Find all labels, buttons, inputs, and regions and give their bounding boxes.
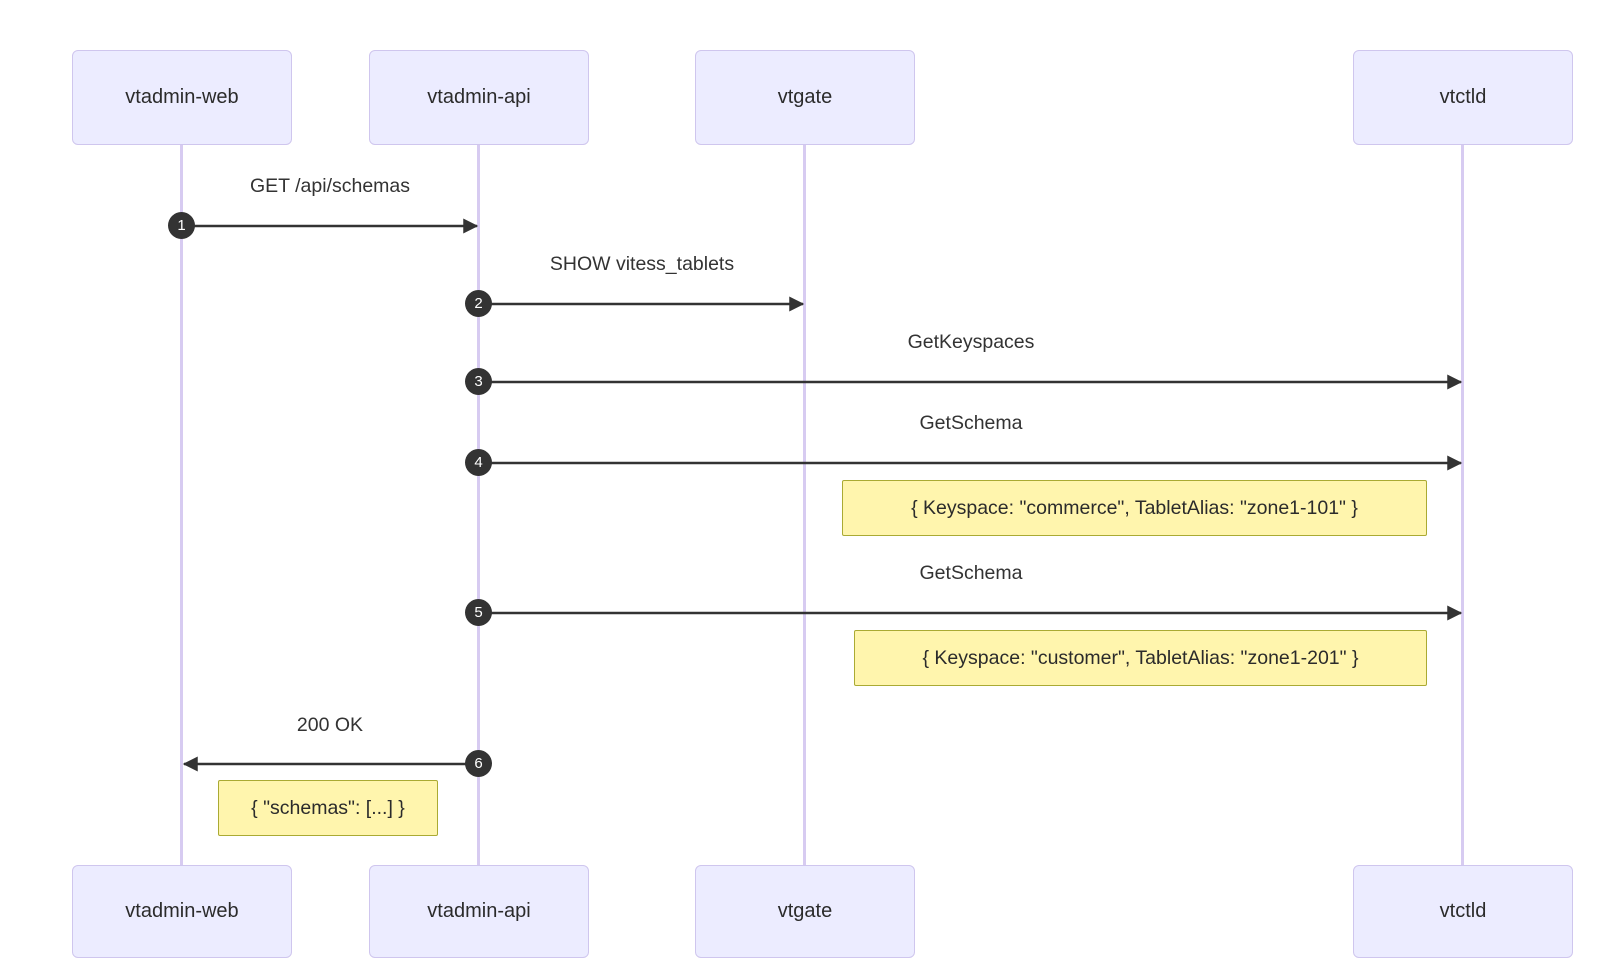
- lifeline-vtadmin-api: [477, 145, 480, 867]
- lifeline-vtgate: [803, 145, 806, 867]
- actor-label: vtadmin-web: [125, 86, 239, 108]
- actor-top-vtadmin-web: vtadmin-web: [72, 50, 292, 145]
- message-label-5: GetSchema: [915, 562, 1027, 585]
- actor-label: vtgate: [777, 900, 833, 922]
- actor-bottom-vtadmin-api: vtadmin-api: [369, 865, 589, 958]
- note-customer-schema: { Keyspace: "customer", TabletAlias: "zo…: [854, 630, 1427, 686]
- actor-top-vtadmin-api: vtadmin-api: [369, 50, 589, 145]
- sequence-number-4: 4: [465, 449, 492, 476]
- message-label-1: GET /api/schemas: [245, 175, 415, 198]
- sequence-number-3: 3: [465, 368, 492, 395]
- sequence-number-2: 2: [465, 290, 492, 317]
- message-label-4: GetSchema: [915, 412, 1027, 435]
- message-label-3: GetKeyspaces: [903, 331, 1039, 354]
- note-schemas-response: { "schemas": [...] }: [218, 780, 438, 836]
- sequence-number-6: 6: [465, 750, 492, 777]
- lifeline-vtadmin-web: [180, 145, 183, 867]
- sequence-number-1: 1: [168, 212, 195, 239]
- actor-label: vtadmin-api: [427, 86, 531, 108]
- actor-label: vtctld: [1439, 86, 1487, 108]
- sequence-number-5: 5: [465, 599, 492, 626]
- lifeline-vtctld: [1461, 145, 1464, 867]
- actor-label: vtctld: [1439, 900, 1487, 922]
- actor-top-vtctld: vtctld: [1353, 50, 1573, 145]
- actor-label: vtgate: [777, 86, 833, 108]
- actor-label: vtadmin-api: [427, 900, 531, 922]
- actor-bottom-vtctld: vtctld: [1353, 865, 1573, 958]
- actor-bottom-vtgate: vtgate: [695, 865, 915, 958]
- note-commerce-schema: { Keyspace: "commerce", TabletAlias: "zo…: [842, 480, 1427, 536]
- message-label-6: 200 OK: [292, 714, 368, 737]
- actor-top-vtgate: vtgate: [695, 50, 915, 145]
- actor-label: vtadmin-web: [125, 900, 239, 922]
- message-label-2: SHOW vitess_tablets: [545, 253, 739, 276]
- actor-bottom-vtadmin-web: vtadmin-web: [72, 865, 292, 958]
